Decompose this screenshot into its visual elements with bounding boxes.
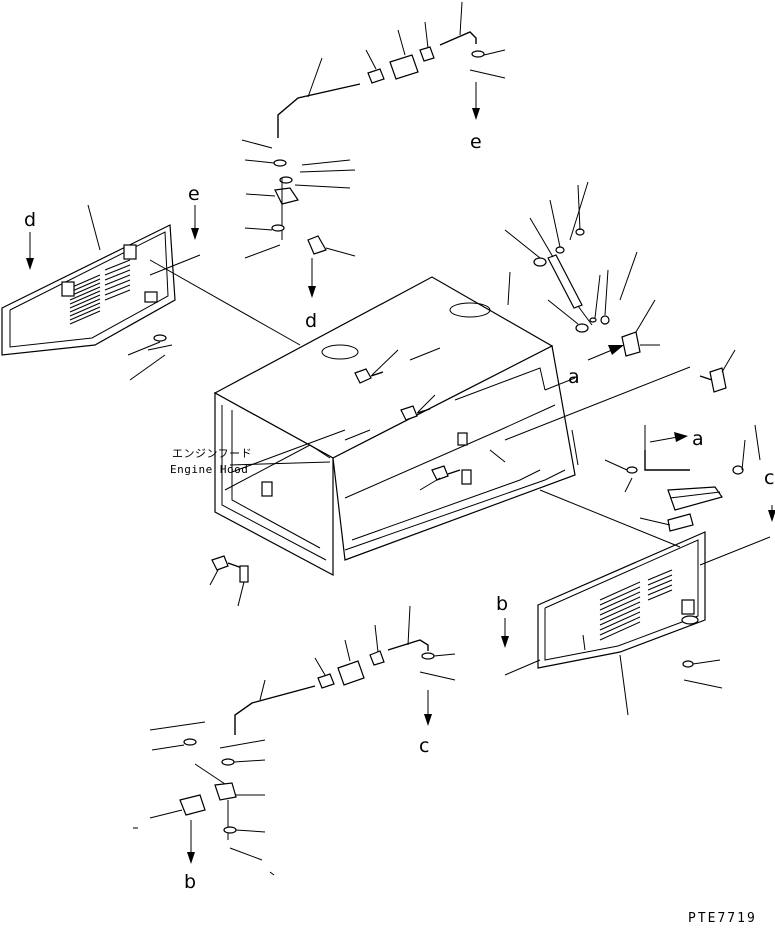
callout-d: d (24, 209, 36, 231)
gas-strut (504, 181, 656, 357)
hood-bolt (209, 555, 249, 607)
assembly-leader-lines (26, 205, 775, 676)
callout-a: a (568, 366, 580, 388)
hood-bolt (699, 349, 736, 393)
engine-hood (213, 276, 576, 577)
callout-e: e (470, 131, 482, 153)
drawing-reference-code: PTE7719 (688, 911, 757, 926)
upper-hinge-cluster (241, 139, 356, 298)
upper-support-rod-assembly (277, 1, 506, 138)
hinge-pin-group (604, 424, 761, 532)
lower-hinge-cluster (133, 721, 275, 876)
right-side-door (537, 486, 723, 716)
callout-b: b (184, 871, 196, 893)
callout-c: c (764, 467, 774, 489)
lower-support-rod-assembly (234, 605, 456, 735)
hood-bolt (419, 465, 461, 491)
engine-hood-caption-jp: エンジンフード (172, 447, 252, 460)
callout-a: a (692, 428, 704, 450)
callout-c: c (419, 735, 429, 757)
callout-e: e (188, 183, 200, 205)
hood-bolt (400, 394, 436, 421)
callout-d: d (305, 310, 317, 332)
left-side-door (1, 204, 176, 381)
engine-hood-caption-en: Engine Hood (170, 463, 248, 476)
callout-b: b (496, 593, 508, 615)
hood-bolt (354, 349, 399, 384)
